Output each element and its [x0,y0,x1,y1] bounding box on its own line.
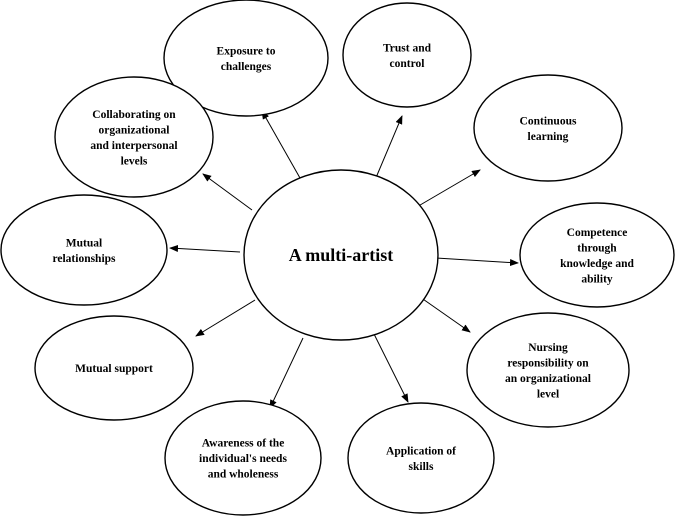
node-ellipse [466,312,630,428]
node-label-line: Nursing [528,342,568,354]
node-label-line: and wholeness [208,469,279,481]
node-label-line: organizational [99,124,170,136]
arrow-to-nursing [419,296,471,333]
center-label: A multi-artist [289,245,393,265]
node-label-line: Mutual [66,237,102,249]
node-label-line: Continuous [520,115,577,127]
arrow-to-trust [374,115,403,181]
node-trust: Trust and control [342,2,472,108]
node-label-line: Exposure to [217,45,276,57]
node-mutual-support: Mutual support [34,315,194,421]
node-competence: Competence through knowledge and ability [519,202,675,308]
center-ellipse [243,169,439,341]
center-node: A multi-artist [243,169,439,341]
node-label-line: Trust and [383,42,432,54]
node-mutual-relationships: Mutual relationships [0,194,168,306]
node-label-line: ability [581,273,613,285]
node-label-line: levels [121,155,148,167]
node-label-line: Collaborating on [92,109,176,121]
node-label-line: learning [528,131,569,143]
node-awareness: Awareness of the individual's needs and wh… [164,400,322,516]
node-label-line: level [537,388,559,400]
arrow-to-continuous [414,169,481,209]
connectors [169,110,519,409]
node-ellipse [519,202,675,308]
arrow-to-awareness [269,337,304,409]
arrow-to-application [373,333,409,403]
arrow-to-mutual-relationships [169,244,241,253]
arrow-to-competence [435,257,519,267]
node-continuous: Continuous learning [473,74,623,182]
node-label-line: challenges [221,61,272,73]
node-label-line: knowledge and [560,258,634,270]
node-label-line: responsibility on [507,357,589,369]
node-label-line: skills [409,461,434,473]
node-nursing: Nursing responsibility on an organizationa… [466,312,630,428]
nodes: Exposure to challenges Trust and controlCol… [0,0,675,516]
node-application: Application of skills [347,402,495,514]
node-ellipse [342,2,472,108]
node-label-line: through [577,242,617,254]
node-ellipse [54,76,214,198]
node-ellipse [34,315,194,421]
node-label-line: Mutual support [75,363,153,375]
node-ellipse [0,194,168,306]
node-label-line: an organizational [505,373,591,385]
node-label-line: relationships [52,253,116,265]
node-ellipse [473,74,623,182]
arrow-to-exposure [261,110,301,179]
node-ellipse [164,400,322,516]
node-label-line: Awareness of the [202,438,285,450]
node-collaborating: Collaborating on organizational and interp… [54,76,214,198]
arrow-to-collaborating [202,173,253,211]
node-exposure: Exposure to challenges [163,0,329,117]
arrow-to-mutual-support [195,299,256,337]
node-label-line: and interpersonal [90,140,177,152]
node-ellipse [347,402,495,514]
node-label-line: Competence [567,227,628,239]
node-label-line: Application of [386,445,456,457]
node-label-line: control [390,58,425,70]
node-ellipse [163,0,329,117]
node-label-line: individual's needs [199,453,287,465]
